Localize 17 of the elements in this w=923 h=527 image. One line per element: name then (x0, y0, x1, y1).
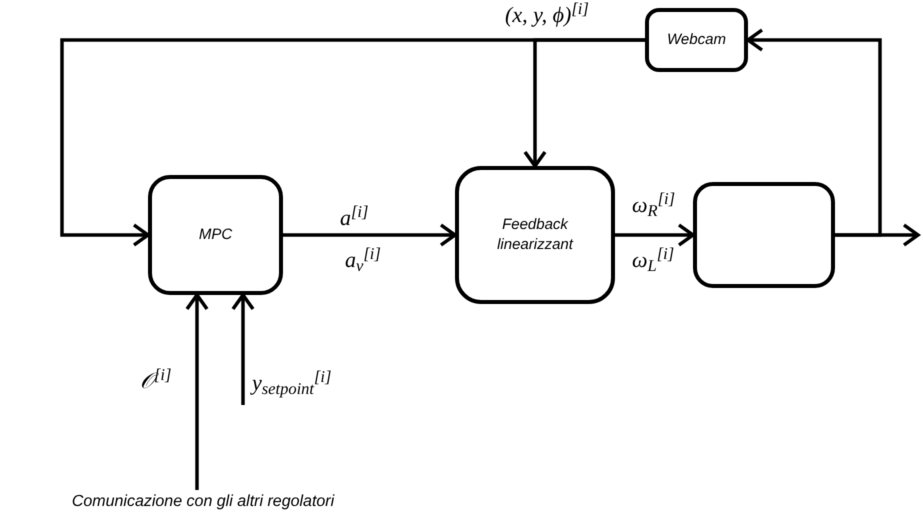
block-label: MPC (198, 225, 232, 245)
block-label: Webcam (667, 30, 726, 50)
arrow (746, 28, 882, 237)
edge-label: a$^{[i]}$ (340, 205, 368, 231)
block-box (148, 175, 283, 295)
arrow (231, 293, 255, 405)
block-label: Feedback linearizzant (496, 215, 574, 255)
caption-text: Comunicazione con gli altri regolatori (0, 490, 400, 520)
arrow (523, 38, 645, 168)
arrow (615, 223, 695, 247)
edge-label: (x, y, ϕ)$^{[i]}$ (505, 2, 589, 28)
arrow (283, 223, 457, 247)
block-box (455, 166, 615, 304)
block-box (645, 8, 748, 72)
edge-label: 𝒪$^{[i]}$ (140, 368, 172, 394)
block-box (693, 182, 835, 288)
arrow (185, 293, 209, 490)
